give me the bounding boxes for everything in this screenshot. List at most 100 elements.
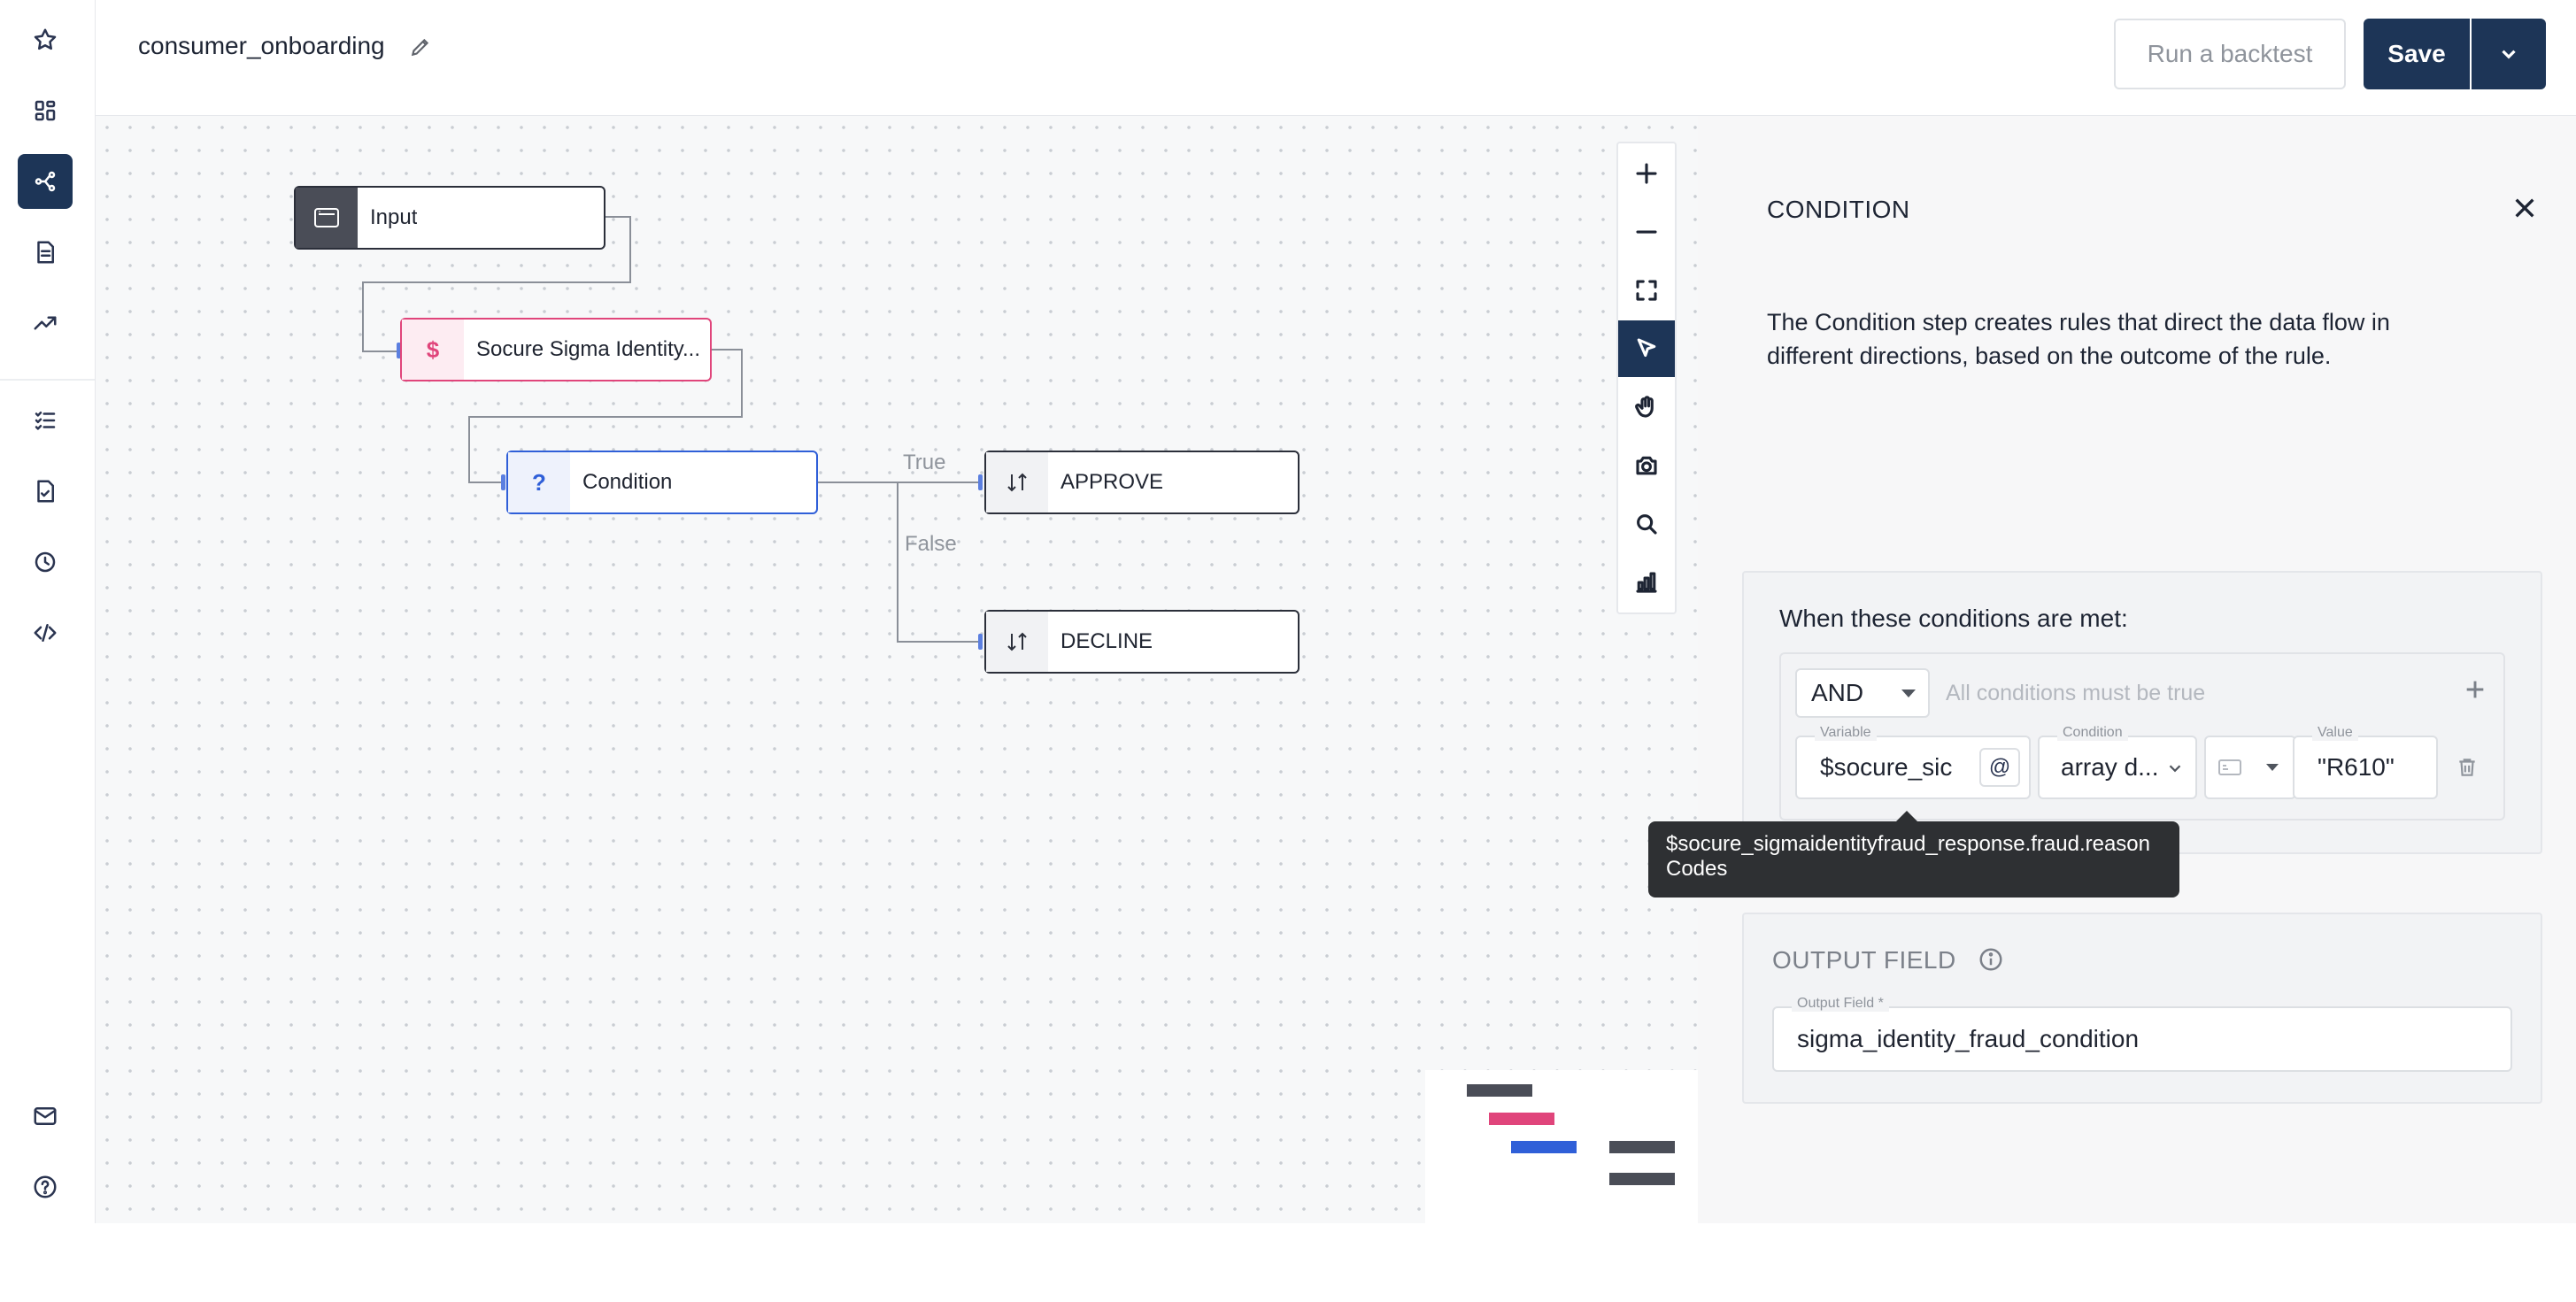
top-header: consumer_onboarding Run a backtest Save bbox=[96, 0, 2576, 117]
node-label: APPROVE bbox=[1060, 470, 1164, 494]
edge-condition-decline bbox=[818, 482, 981, 643]
node-decline[interactable]: DECLINE bbox=[984, 610, 1300, 674]
caret-down-icon bbox=[1901, 690, 1916, 697]
sort-arrows-icon bbox=[986, 612, 1048, 672]
input-icon bbox=[296, 188, 358, 248]
edge-layer bbox=[362, 216, 983, 650]
pan-tool-button[interactable] bbox=[1618, 379, 1675, 435]
node-label: Socure Sigma Identity... bbox=[476, 337, 701, 361]
output-field-card: OUTPUT FIELD Output Field * sigma_identi… bbox=[1742, 913, 2542, 1104]
workflow-canvas[interactable]: Input $ Socure Sigma Identity... ? Condi… bbox=[96, 116, 1758, 1302]
output-field-input[interactable]: Output Field * sigma_identity_fraud_cond… bbox=[1772, 996, 2512, 1072]
dashboard-icon bbox=[35, 100, 56, 121]
value-value: "R610" bbox=[2318, 753, 2395, 781]
screenshot-icon bbox=[1636, 456, 1657, 475]
node-input[interactable]: Input bbox=[294, 186, 605, 250]
zoom-in-icon bbox=[1636, 163, 1657, 184]
edge-socure-condition bbox=[468, 349, 743, 483]
fit-view-icon bbox=[1636, 280, 1657, 301]
variable-field[interactable]: Variable $socure_sic @ bbox=[1795, 725, 2031, 799]
pencil-icon bbox=[411, 38, 429, 57]
sidebar-item-reports[interactable] bbox=[18, 464, 73, 519]
socure-handle bbox=[397, 343, 401, 358]
zoom-in-button[interactable] bbox=[1618, 145, 1675, 202]
save-button[interactable]: Save bbox=[2364, 19, 2470, 89]
node-condition[interactable]: ? Condition bbox=[506, 451, 818, 514]
question-icon: ? bbox=[508, 452, 570, 512]
variable-picker-button[interactable]: @ bbox=[1979, 748, 2020, 787]
sidebar-item-history[interactable] bbox=[18, 535, 73, 589]
sidebar-item-dashboard[interactable] bbox=[18, 83, 73, 138]
code-icon bbox=[34, 624, 57, 642]
sort-arrows-icon bbox=[986, 452, 1048, 512]
value-type-select[interactable] bbox=[2204, 736, 2296, 799]
rule-group: AND All conditions must be true Variable… bbox=[1779, 652, 2505, 820]
save-options-dropdown[interactable] bbox=[2472, 19, 2546, 89]
trending-icon bbox=[34, 316, 57, 330]
sidebar-item-workflows[interactable] bbox=[18, 154, 73, 209]
sidebar-item-code[interactable] bbox=[18, 605, 73, 660]
conditions-heading: When these conditions are met: bbox=[1779, 605, 2128, 632]
search-icon bbox=[1637, 514, 1657, 535]
node-socure-sigma[interactable]: $ Socure Sigma Identity... bbox=[400, 318, 712, 381]
minimap-node bbox=[1467, 1084, 1532, 1097]
minimap-node bbox=[1609, 1173, 1675, 1185]
edge-label-false: False bbox=[905, 532, 957, 556]
node-label: DECLINE bbox=[1060, 629, 1153, 653]
search-button[interactable] bbox=[1618, 496, 1675, 552]
node-label: Input bbox=[370, 205, 418, 229]
node-approve[interactable]: APPROVE bbox=[984, 451, 1300, 514]
value-label: Value bbox=[2312, 725, 2358, 741]
operator-value: AND bbox=[1811, 679, 1864, 706]
minimap-node bbox=[1489, 1113, 1554, 1125]
step-details-panel: CONDITION The Condition step creates rul… bbox=[1698, 116, 2576, 1223]
value-field[interactable]: Value "R610" bbox=[2293, 725, 2438, 799]
select-icon bbox=[1637, 338, 1656, 358]
variable-label: Variable bbox=[1815, 725, 1877, 741]
sidebar-item-help[interactable] bbox=[18, 1159, 73, 1214]
checklist-icon bbox=[35, 412, 56, 430]
output-field-title: OUTPUT FIELD bbox=[1772, 946, 1956, 974]
workflow-icon bbox=[35, 171, 56, 192]
select-tool-button[interactable] bbox=[1618, 320, 1675, 377]
zoom-out-button[interactable] bbox=[1618, 204, 1675, 260]
variable-value: $socure_sic bbox=[1820, 753, 1953, 781]
decline-handle bbox=[978, 634, 983, 650]
condition-handle bbox=[501, 474, 505, 490]
flow-title: consumer_onboarding bbox=[138, 32, 385, 59]
chevron-down-icon bbox=[2502, 50, 2516, 59]
condition-operator-select[interactable]: Condition array d... bbox=[2038, 725, 2197, 799]
condition-value: array d... bbox=[2061, 753, 2159, 781]
zoom-out-icon bbox=[1636, 230, 1657, 234]
stats-icon bbox=[1636, 572, 1657, 593]
node-label: Condition bbox=[582, 470, 673, 494]
output-info-button[interactable] bbox=[1978, 946, 2006, 975]
output-field-value: sigma_identity_fraud_condition bbox=[1797, 1025, 2140, 1052]
sidebar-item-documents[interactable] bbox=[18, 225, 73, 280]
edit-title-button[interactable] bbox=[409, 35, 436, 62]
canvas-toolbar bbox=[1616, 142, 1677, 614]
fit-view-button[interactable] bbox=[1618, 262, 1675, 319]
help-icon bbox=[34, 1175, 57, 1198]
sidebar-item-favorites[interactable] bbox=[18, 12, 73, 67]
add-condition-button[interactable] bbox=[2463, 677, 2489, 704]
close-icon bbox=[2515, 198, 2534, 218]
operator-select[interactable]: AND bbox=[1795, 668, 1930, 718]
type-badge-icon bbox=[2218, 759, 2241, 775]
panel-description: The Condition step creates rules that di… bbox=[1767, 309, 2390, 369]
star-icon bbox=[34, 28, 57, 50]
left-sidebar bbox=[0, 0, 96, 1223]
delete-condition-button[interactable] bbox=[2456, 755, 2480, 782]
minimap-node bbox=[1511, 1141, 1577, 1153]
approve-handle bbox=[978, 474, 983, 490]
screenshot-button[interactable] bbox=[1618, 437, 1675, 494]
document-icon bbox=[37, 241, 54, 264]
sidebar-item-analytics[interactable] bbox=[18, 296, 73, 351]
sidebar-item-mail[interactable] bbox=[18, 1089, 73, 1144]
output-field-label: Output Field * bbox=[1792, 996, 1889, 1012]
close-panel-button[interactable] bbox=[2510, 194, 2542, 226]
stats-button[interactable] bbox=[1618, 554, 1675, 611]
trash-icon bbox=[2459, 759, 2475, 776]
sidebar-item-checklist[interactable] bbox=[18, 393, 73, 448]
run-backtest-button[interactable]: Run a backtest bbox=[2114, 19, 2346, 89]
